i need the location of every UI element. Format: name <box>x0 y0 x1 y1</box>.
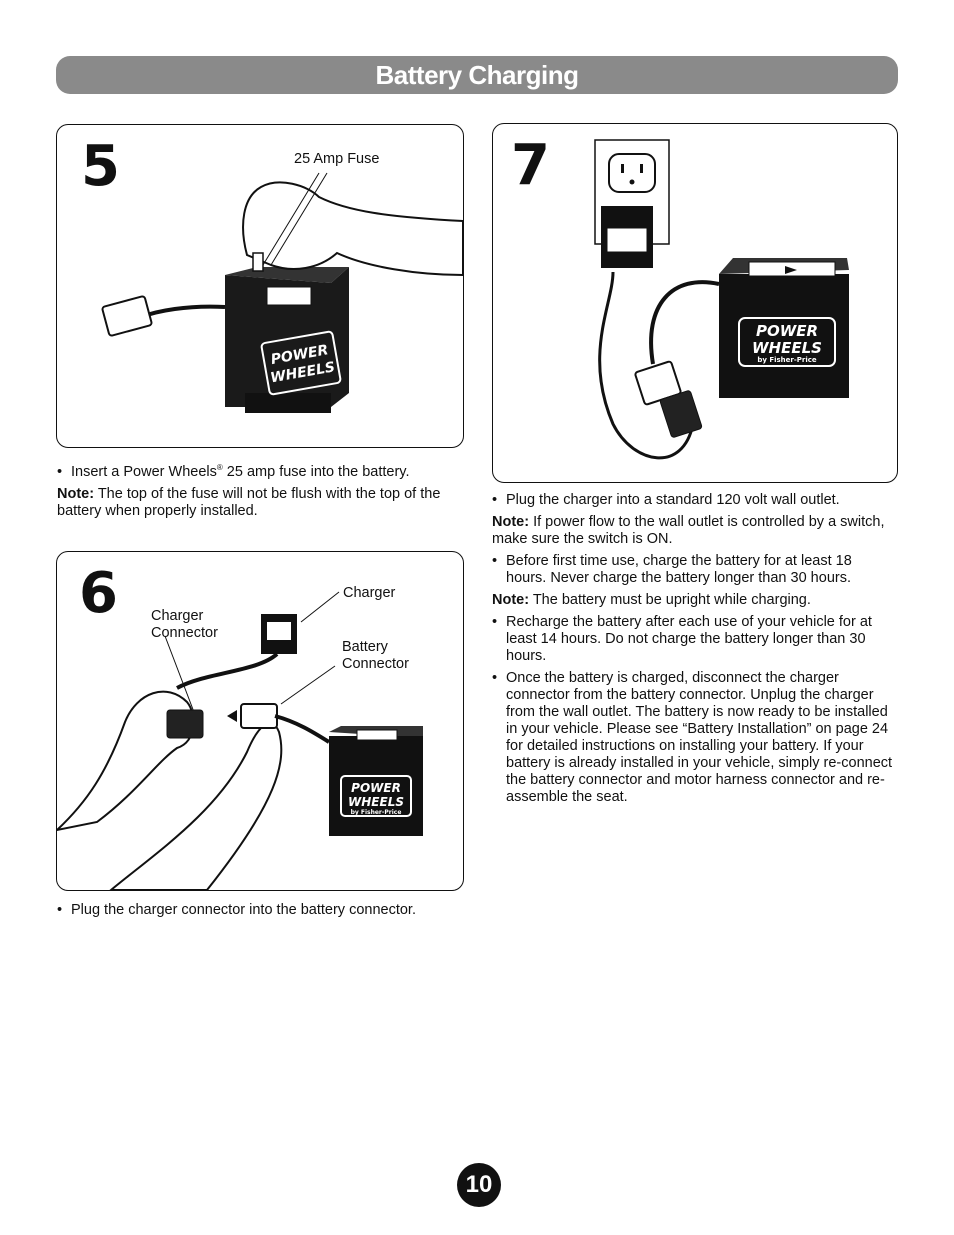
step-7-text: Plug the charger into a standard 120 vol… <box>492 492 896 811</box>
connector-image <box>101 295 153 337</box>
page-number: 10 <box>457 1163 501 1207</box>
hand-image <box>242 181 463 277</box>
step-5-drawing: POWER WHEELS <box>101 172 463 413</box>
step-6-text: Plug the charger connector into the batt… <box>57 902 457 924</box>
step-7-bullet-2: Before first time use, charge the batter… <box>492 553 896 587</box>
step-7-note-2: Note: The battery must be upright while … <box>492 592 811 608</box>
charger-label: Charger <box>343 585 396 601</box>
svg-text:POWER: POWER <box>351 781 401 795</box>
svg-text:WHEELS: WHEELS <box>348 795 404 809</box>
step-number: 6 <box>79 561 118 626</box>
step-number: 5 <box>81 134 120 199</box>
battery-connector-label: Battery Connector <box>342 639 409 672</box>
step-7-illustration: POWER WHEELS by Fisher-Price 7 <box>492 123 898 483</box>
step-5-bullet: Insert a Power Wheels® 25 amp fuse into … <box>57 459 457 481</box>
page-title: Battery Charging <box>375 59 579 90</box>
step-7-bullet-1: Plug the charger into a standard 120 vol… <box>492 492 896 509</box>
step-5-illustration: POWER WHEELS 5 25 Amp Fuse <box>56 124 464 448</box>
charger-image <box>176 614 297 690</box>
charger-connector-label: Charger Connector <box>151 608 218 641</box>
step-7-note-1: Note: If power flow to the wall outlet i… <box>492 514 885 547</box>
battery-connector-image <box>240 703 278 729</box>
battery-image: POWER WHEELS by Fisher-Price <box>719 258 849 398</box>
charger-connector-image <box>166 709 204 739</box>
step-6-illustration: POWER WHEELS by Fisher-Price 6 Charger C… <box>56 551 464 891</box>
step-5-text: Insert a Power Wheels® 25 amp fuse into … <box>57 459 457 525</box>
battery-image: POWER WHEELS <box>225 267 349 413</box>
svg-text:by Fisher-Price: by Fisher-Price <box>757 356 817 364</box>
svg-text:by Fisher-Price: by Fisher-Price <box>351 809 402 816</box>
step-7-bullet-4: Once the battery is charged, disconnect … <box>492 670 896 806</box>
section-title-bar: Battery Charging <box>56 56 898 94</box>
step-6-bullet: Plug the charger connector into the batt… <box>57 902 457 919</box>
left-hand-image <box>57 690 195 832</box>
charger-image <box>598 206 695 460</box>
step-6-drawing: POWER WHEELS by Fisher-Price <box>57 591 423 890</box>
svg-text:POWER: POWER <box>756 322 818 340</box>
fuse-label: 25 Amp Fuse <box>294 151 380 167</box>
step-5-note: Note: The top of the fuse will not be fl… <box>57 485 441 519</box>
svg-text:WHEELS: WHEELS <box>752 339 822 357</box>
step-7-drawing: POWER WHEELS by Fisher-Price <box>594 139 849 460</box>
step-7-bullet-3: Recharge the battery after each use of y… <box>492 614 896 665</box>
battery-image: POWER WHEELS by Fisher-Price <box>329 726 423 836</box>
charger-connector-image <box>659 390 703 438</box>
step-number: 7 <box>511 133 550 198</box>
